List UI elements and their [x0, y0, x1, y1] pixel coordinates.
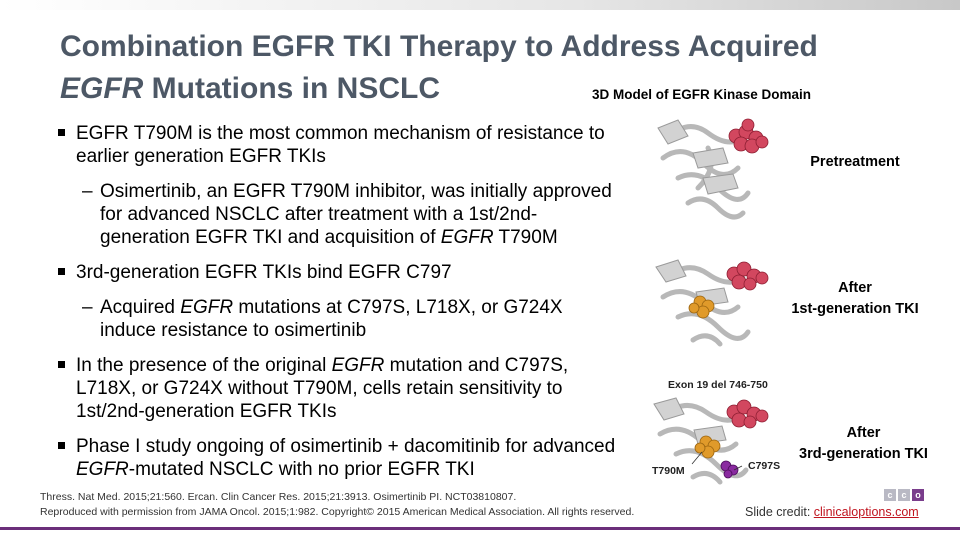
references: Thress. Nat Med. 2015;21:560. Ercan. Cli…	[40, 490, 634, 520]
label-c797s: C797S	[748, 460, 781, 472]
bullet-item: EGFR T790M is the most common mechanism …	[58, 122, 623, 168]
slide-credit-link[interactable]: clinicaloptions.com	[813, 505, 919, 519]
protein-model-after-3rd-gen	[653, 397, 769, 485]
bullet-item: 3rd-generation EGFR TKIs bind EGFR C797	[58, 261, 623, 284]
figure-title: 3D Model of EGFR Kinase Domain	[592, 87, 812, 102]
bullet-text: -mutated NSCLC with no prior EGFR TKI	[128, 459, 475, 480]
label-after-1st-gen-line1: After	[838, 280, 872, 296]
bullet-text: mutations at C797S, L718X, or G724X indu…	[100, 297, 563, 341]
label-t790m: T790M	[652, 465, 685, 477]
slide-title: Combination EGFR TKI Therapy to Address …	[60, 26, 860, 110]
bottom-accent-line	[0, 527, 960, 530]
title-line-2-rest: Mutations in NSCLC	[143, 72, 440, 105]
label-pretreatment: Pretreatment	[810, 154, 900, 170]
bullet-text: EGFR T790M is the most common mechanism …	[76, 123, 605, 167]
bullet-text: EGFR	[331, 355, 385, 376]
bullet-text: In the presence of the original	[76, 355, 332, 376]
bullet-text: T790M	[493, 227, 558, 248]
slide-credit-prefix: Slide credit:	[745, 505, 814, 519]
protein-model-pretreatment	[657, 118, 769, 220]
bullet-item: In the presence of the original EGFR mut…	[58, 354, 623, 423]
label-after-3rd-gen: After 3rd-generation TKI	[786, 423, 941, 465]
sub-bullet-item: Acquired EGFR mutations at C797S, L718X,…	[82, 296, 623, 342]
title-egfr-italic: EGFR	[60, 72, 144, 105]
logo-letter: c	[898, 489, 910, 501]
title-line-1: Combination EGFR TKI Therapy to Address …	[60, 30, 818, 63]
label-after-1st-gen: After 1st-generation TKI	[780, 278, 930, 320]
label-after-3rd-gen-line1: After	[846, 425, 881, 441]
logo-letter: c	[884, 489, 896, 501]
bullet-text: Osimertinib, an EGFR T790M inhibitor, wa…	[100, 181, 612, 248]
title-line-2: EGFR Mutations in NSCLC	[60, 68, 860, 110]
bullet-text: Phase I study ongoing of osimertinib + d…	[76, 436, 616, 457]
reference-line-2: Reproduced with permission from JAMA Onc…	[40, 506, 635, 518]
label-after-3rd-gen-line2: 3rd-generation TKI	[799, 446, 928, 462]
bullet-item: Phase I study ongoing of osimertinib + d…	[58, 435, 623, 481]
bullet-text: EGFR	[440, 227, 494, 248]
bullet-text: Acquired	[100, 297, 181, 318]
protein-model-after-1st-gen	[655, 259, 769, 347]
bullet-text: 3rd-generation EGFR TKIs bind EGFR C797	[76, 262, 452, 283]
bullet-text: EGFR	[76, 459, 129, 480]
label-exon19-del: Exon 19 del 746-750	[668, 379, 768, 391]
sub-bullet-item: Osimertinib, an EGFR T790M inhibitor, wa…	[82, 180, 623, 249]
bullet-text: EGFR	[180, 297, 234, 318]
bullet-list: EGFR T790M is the most common mechanism …	[58, 122, 623, 493]
bullet-text: mutation and C797S, L718X, or G724X with…	[76, 355, 569, 422]
top-gradient-bar	[0, 0, 960, 10]
reference-line-1: Thress. Nat Med. 2015;21:560. Ercan. Cli…	[40, 491, 517, 503]
label-after-1st-gen-line2: 1st-generation TKI	[791, 301, 919, 317]
logo-letter: o	[912, 489, 924, 501]
slide-credit: Slide credit: clinicaloptions.com	[745, 505, 919, 519]
